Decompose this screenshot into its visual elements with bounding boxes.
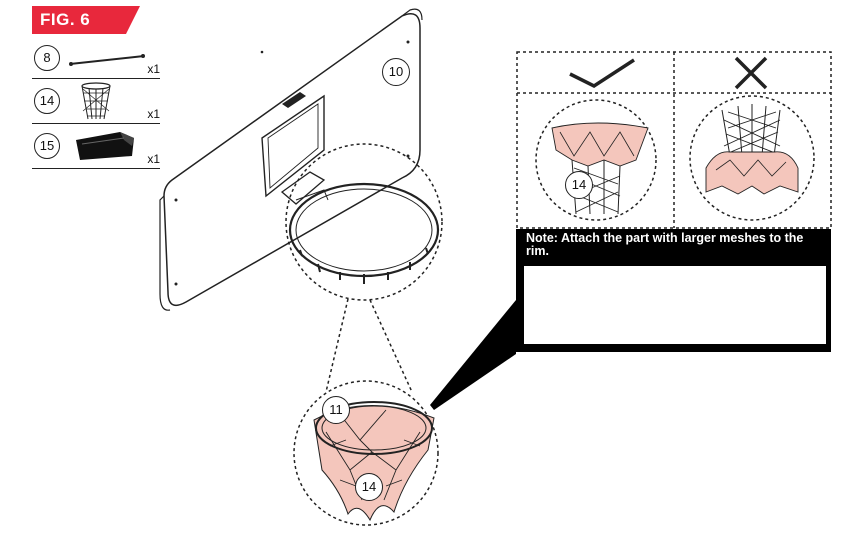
part-number: 15 [34, 133, 60, 159]
part-quantity: x1 [147, 152, 160, 166]
part-quantity: x1 [147, 62, 160, 76]
part-number: 8 [34, 45, 60, 71]
backboard-callout: 10 [382, 58, 410, 86]
magnifier-connector [325, 298, 349, 393]
note-pointer [430, 300, 516, 410]
part-quantity: x1 [147, 107, 160, 121]
part-row: 15 x1 [32, 124, 160, 169]
comparison-panel [516, 51, 832, 229]
backboard [159, 8, 423, 311]
clip-pack-icon [76, 132, 134, 160]
parts-list: 8 x1 14 x1 15 x1 [32, 40, 160, 169]
checkmark-icon [569, 58, 635, 89]
note-box: Note: Attach the part with larger meshes… [516, 229, 831, 352]
net-icon [81, 82, 111, 120]
figure-label: FIG. 6 [40, 10, 91, 29]
note-text: Note: Attach the part with larger meshes… [526, 231, 804, 258]
note-inner-panel [524, 266, 826, 344]
part-number: 14 [34, 88, 60, 114]
part-row: 8 x1 [32, 40, 160, 79]
figure-badge-shape [32, 6, 140, 34]
net-detail [293, 380, 439, 526]
part-row: 14 x1 [32, 79, 160, 124]
rim-callout: 11 [322, 396, 350, 424]
magnifier-rim-circle [285, 143, 443, 301]
rim-assembly [280, 171, 440, 284]
correct-net-illustration [535, 99, 657, 221]
figure-badge: FIG. 6 [32, 6, 140, 34]
cross-icon [734, 56, 768, 90]
magnifier-connector [369, 299, 413, 393]
net-correct-callout: 14 [565, 171, 593, 199]
net-callout: 14 [355, 473, 383, 501]
pole-rod-icon [69, 54, 145, 66]
wrong-net-illustration [689, 95, 815, 221]
